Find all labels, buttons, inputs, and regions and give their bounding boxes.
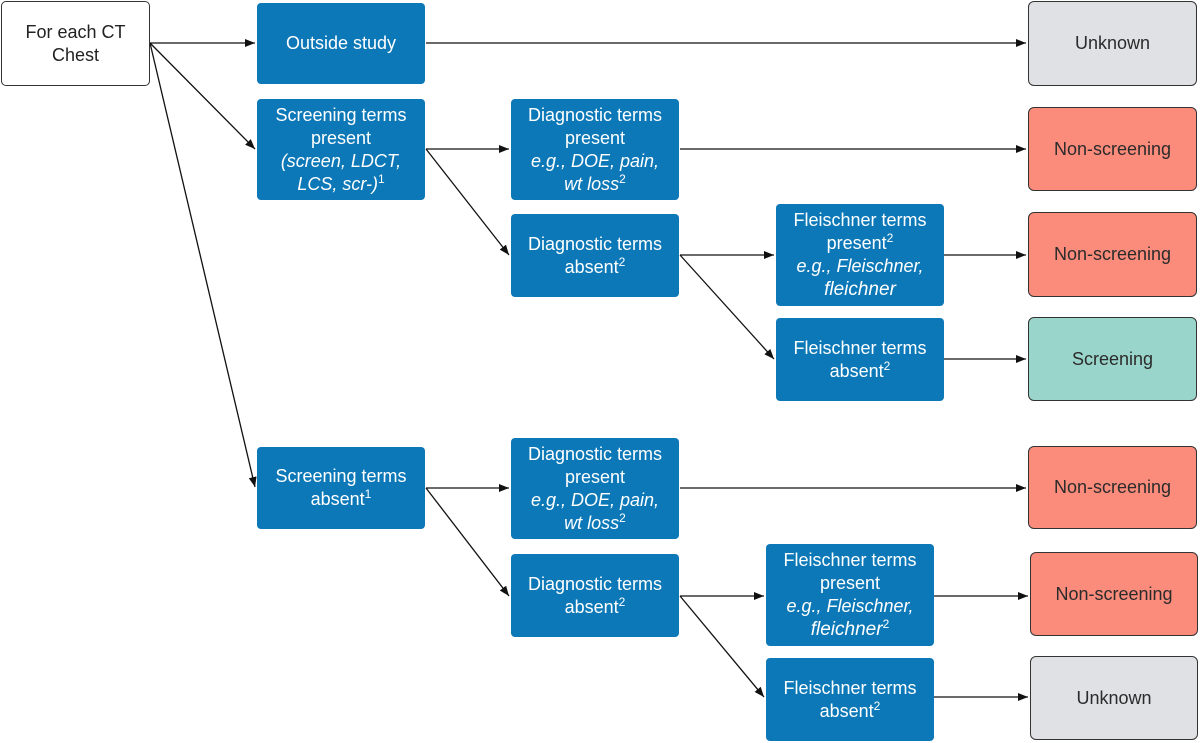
fl-absent-a-line-1: Fleischner terms [793,337,927,358]
diag-absent-a-line-2: absent2 [565,256,626,279]
outcome-unknown-2: Unknown [1030,656,1198,740]
outside-study-label: Outside study [285,33,397,53]
start-node-line-1: For each CT [25,21,126,42]
screening-absent-line-2: absent1 [311,488,372,511]
screening-terms-present-node: Screening terms present (screen, LDCT, L… [257,99,425,200]
fl-present-a-line-3: e.g., Fleischner, [796,256,924,276]
diag-present-b-line-1: Diagnostic terms [527,443,663,464]
diagnostic-terms-absent-node-b: Diagnostic terms absent2 [511,554,679,637]
fl-present-a-line-2: present2 [827,232,894,255]
fl-absent-b-text: absent [819,700,874,721]
outcome-non-screening-1: Non-screening [1028,107,1197,191]
footnote-marker: 2 [618,594,626,609]
diagnostic-terms-absent-node-a: Diagnostic terms absent2 [511,214,679,297]
diag-present-b-terms: wt loss [564,512,620,533]
fleischner-terms-absent-node-a: Fleischner terms absent2 [776,318,944,401]
screening-terms-absent-node: Screening terms absent1 [257,447,425,529]
footnote-marker: 2 [619,171,626,186]
start-node: For each CT Chest [1,1,150,86]
outcome-label: Unknown [1074,33,1151,53]
diag-present-a-line-4: wt loss2 [564,173,626,196]
footnote-marker: 1 [378,171,385,186]
diagnostic-terms-present-node-a: Diagnostic terms present e.g., DOE, pain… [511,99,679,200]
diag-absent-a-text: absent [564,256,619,277]
diag-absent-b-line-1: Diagnostic terms [527,573,663,594]
arrow-screening-present-to-diag-absent [425,148,510,256]
fl-present-a-line-4: fleichner [824,279,896,300]
fl-present-b-line-3: e.g., Fleischner, [786,596,914,616]
footnote-marker: 2 [882,617,890,631]
fl-present-b-line-1: Fleischner terms [783,550,917,570]
outcome-non-screening-4: Non-screening [1030,552,1198,636]
footnote-marker: 2 [873,698,881,713]
diag-present-b-line-3: e.g., DOE, pain, [530,489,660,510]
arrow-diag-absent-to-fleischner-absent [679,254,775,360]
diagnostic-terms-present-node-b: Diagnostic terms present e.g., DOE, pain… [511,438,679,539]
arrow-screening-absent-to-diag-absent [425,487,510,597]
screening-absent-text: absent [310,489,365,509]
fl-present-b-line-2: present [819,573,881,593]
outcome-screening: Screening [1028,317,1197,401]
outcome-label: Non-screening [1053,244,1172,264]
footnote-marker: 1 [364,487,372,501]
outcome-non-screening-2: Non-screening [1028,212,1197,297]
diag-present-a-terms: wt loss [564,173,620,194]
footnote-marker: 2 [618,254,626,269]
diag-present-a-line-1: Diagnostic terms [527,104,663,125]
screening-present-line-2: present [310,127,372,148]
fl-absent-a-line-2: absent2 [830,360,891,383]
screening-present-line-3: (screen, LDCT, [280,150,402,171]
start-node-line-2: Chest [51,44,100,65]
fl-absent-a-text: absent [829,360,884,381]
arrow-start-to-screening-present [149,42,256,150]
diag-present-b-line-2: present [564,466,626,487]
footnote-marker: 2 [883,358,891,373]
fl-present-a-text: present [826,233,887,253]
screening-absent-line-1: Screening terms [275,466,407,486]
screening-present-line-4: LCS, scr-)1 [297,173,384,196]
outcome-label: Non-screening [1053,138,1172,159]
screening-present-terms: LCS, scr-) [297,173,378,194]
diag-present-a-line-2: present [564,127,626,148]
fleischner-terms-present-node-a: Fleischner terms present2 e.g., Fleischn… [776,204,944,306]
footnote-marker: 2 [619,510,626,525]
outside-study-node: Outside study [257,3,425,84]
diag-present-b-line-4: wt loss2 [564,512,626,535]
diag-absent-a-line-1: Diagnostic terms [527,233,663,254]
outcome-unknown-1: Unknown [1028,1,1197,86]
footnote-marker: 2 [886,231,894,245]
outcome-label: Non-screening [1055,583,1173,604]
fl-absent-b-line-1: Fleischner terms [783,677,917,698]
diag-absent-b-line-2: absent2 [565,596,626,619]
arrow-start-to-screening-absent [149,42,257,488]
outcome-non-screening-3: Non-screening [1028,446,1197,529]
fl-absent-b-line-2: absent2 [820,700,881,723]
diag-absent-b-text: absent [564,596,619,617]
fl-present-b-terms: fleichner [810,619,883,640]
fleischner-terms-present-node-b: Fleischner terms present e.g., Fleischne… [766,544,934,646]
arrow-diag-absent-b-to-fleischner-absent [679,595,765,698]
outcome-label: Screening [1071,348,1154,369]
fl-present-a-line-1: Fleischner terms [793,210,927,230]
fleischner-terms-absent-node-b: Fleischner terms absent2 [766,658,934,741]
screening-present-line-1: Screening terms [275,104,407,125]
diag-present-a-line-3: e.g., DOE, pain, [530,150,660,171]
outcome-label: Unknown [1076,687,1152,708]
fl-present-b-line-4: fleichner2 [811,618,890,641]
outcome-label: Non-screening [1053,477,1172,497]
